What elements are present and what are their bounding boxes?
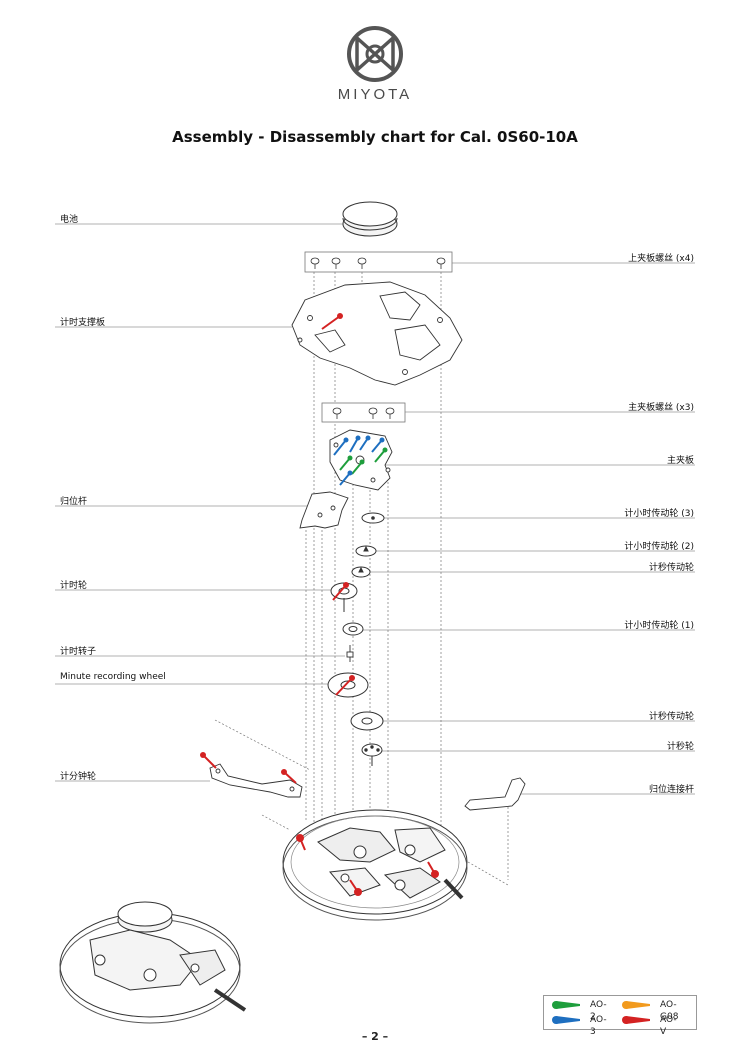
brand-wordmark: MIYOTA <box>337 86 413 103</box>
label-minute-wheel: 计分钟轮 <box>60 772 97 782</box>
support-plate-part <box>291 281 463 386</box>
battery-part <box>342 201 398 237</box>
reset-link-lever-part <box>464 777 526 811</box>
legend-item-aov: AO-V <box>620 1014 677 1037</box>
label-hour-wheel-2: 计小时传动轮 (2) <box>624 542 694 552</box>
minute-lever-oil-markers <box>200 752 297 784</box>
legend-label-ao2: AO-2 <box>590 1000 607 1022</box>
page-number: – 2 – <box>361 1030 389 1043</box>
legend-item-aog08: AO-G08 <box>620 999 678 1022</box>
label-main-plate: 主夹板 <box>666 456 694 466</box>
label-chrono-rotor: 计时转子 <box>60 647 97 657</box>
page-title: Assembly - Disassembly chart for Cal. 0S… <box>172 128 578 146</box>
chrono-rotor-part <box>346 645 354 662</box>
legend-item-ao2: AO-2 <box>550 999 607 1022</box>
main-movement-part <box>282 809 468 921</box>
second-wheel-part <box>361 743 383 766</box>
oil-legend: AO-2 AO-G08 AO-3 AO-V <box>543 995 697 1037</box>
brand-logo <box>0 24 750 88</box>
oil-drop-red-icon <box>622 1016 650 1024</box>
label-chrono-wheel: 计时轮 <box>60 581 88 591</box>
upper-screws <box>310 257 446 269</box>
main-plate-oil-markers <box>333 435 388 486</box>
legend-label-ao3: AO-3 <box>590 1015 607 1037</box>
label-main-plate-screws: 主夹板螺丝 (x3) <box>628 403 694 413</box>
minute-wheel-oil-marker <box>335 675 355 696</box>
oil-drop-green-icon <box>552 1001 580 1009</box>
label-second-trans-wheel-lower: 计秒传动轮 <box>648 712 694 722</box>
label-upper-plate-screws: 上夹板螺丝 (x4) <box>628 254 694 264</box>
alignment-lines <box>214 268 509 886</box>
label-second-wheel: 计秒轮 <box>666 742 694 752</box>
reset-lever-part <box>299 491 349 529</box>
assembled-movement-part <box>59 901 247 1024</box>
label-minute-recording-wheel: Minute recording wheel <box>60 672 166 682</box>
oil-drop-orange-icon <box>622 1001 650 1009</box>
second-trans-wheel-lower-part <box>350 711 384 731</box>
label-reset-lever: 归位杆 <box>60 497 88 507</box>
minute-lever-part <box>209 763 303 798</box>
label-hour-wheel-3: 计小时传动轮 (3) <box>624 509 694 519</box>
leader-lines <box>55 223 695 795</box>
label-second-trans-wheel-upper: 计秒传动轮 <box>648 563 694 573</box>
miyota-logo-icon <box>347 26 403 82</box>
main-screws <box>332 407 395 419</box>
label-hour-wheel-1: 计小时传动轮 (1) <box>624 621 694 631</box>
chrono-wheel-oil-marker <box>332 582 349 601</box>
support-plate-screw-marker <box>321 313 343 330</box>
hour-wheel-1-part <box>342 622 364 636</box>
minute-recording-wheel-part <box>327 672 369 698</box>
legend-item-ao3: AO-3 <box>550 1014 607 1037</box>
label-reset-link-lever: 归位连接杆 <box>648 785 694 795</box>
label-battery: 电池 <box>60 215 79 225</box>
legend-label-aog08: AO-G08 <box>660 1000 679 1022</box>
oil-drop-blue-icon <box>552 1016 580 1024</box>
label-chrono-support-plate: 计时支撑板 <box>60 318 106 328</box>
movement-oil-markers <box>296 834 439 896</box>
small-wheels <box>351 512 385 578</box>
legend-label-aov: AO-V <box>660 1015 677 1037</box>
